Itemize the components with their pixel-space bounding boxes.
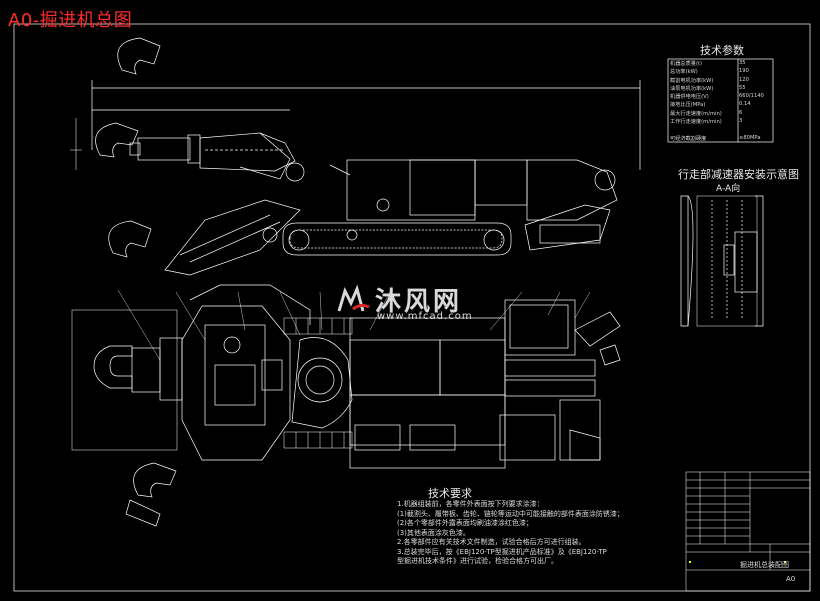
drawing-title: A0-掘进机总图 [8, 10, 133, 31]
requirements-title: 技术要求 [428, 487, 472, 500]
spec-row: 截割电机功率(kW)120 [670, 76, 749, 84]
spec-table-frame [667, 58, 774, 143]
shovel-plate-grid [283, 317, 353, 449]
spec-row: 可经济截割硬度≤80MPa [670, 134, 761, 142]
a-a-view-subtitle: A-A向 [716, 184, 741, 194]
specs-title: 技术参数 [700, 44, 744, 57]
a-a-view-title: 行走部减速器安装示意图 [678, 168, 799, 181]
requirement-line: (2)各个零部件外露表面均刷油漆涂红色漆； [397, 519, 533, 527]
title-block-name: 掘进机总装配图 [740, 561, 789, 569]
spec-row: 总功率(kW)190 [670, 68, 749, 76]
spec-row: 机器供电电压(V)660/1140 [670, 93, 764, 101]
spec-row: 最大行走速度(m/min)6 [670, 109, 743, 117]
requirement-line: 3.总装完毕后，按《EBJ120-TP型掘进机产品标准》及《EBJ120-TP [397, 547, 607, 556]
plan-view [71, 284, 621, 527]
requirements-list: 1.机器组装前，各零件外表面按下列要求涂漆： (1)截割头、履带板、齿轮、链轮等… [397, 500, 667, 567]
side-elevation-view [70, 37, 641, 276]
watermark: 沐风网 www.mfcad.com [333, 281, 472, 325]
spec-row: 工作行走速度(m/min)3 [670, 118, 743, 126]
spec-row: 接地比压(MPa)0.14 [670, 101, 751, 109]
drawing-frame [13, 23, 811, 592]
watermark-text: 沐风网 [375, 287, 463, 317]
a-a-view [680, 195, 764, 327]
title-block-sheet: A0 [786, 575, 796, 583]
watermark-logo-icon [337, 284, 370, 312]
watermark-url: www.mfcad.com [377, 311, 473, 322]
spec-row: 机器总质量(t)35 [670, 60, 746, 67]
spec-table: 机器总质量(t)35 总功率(kW)190 截割电机功率(kW)120 油泵电机… [668, 59, 773, 142]
requirement-line: 型掘进机技术条件》进行试验，检验合格方可出厂。 [397, 557, 558, 565]
title-block [685, 471, 811, 592]
requirement-line: (1)截割头、履带板、齿轮、链轮等运动中可能接触的部件表面涂防锈漆； [397, 509, 624, 518]
spec-row: 油泵电机功率(kW)55 [670, 84, 746, 92]
spec-row [668, 125, 773, 133]
requirement-line: 2.各零部件应有关技术文件制造，试验合格后方可进行组装。 [397, 538, 586, 546]
requirement-line: 1.机器组装前，各零件外表面按下列要求涂漆： [397, 500, 544, 508]
requirement-line: (3)其他表面涂灰色漆。 [397, 528, 470, 537]
